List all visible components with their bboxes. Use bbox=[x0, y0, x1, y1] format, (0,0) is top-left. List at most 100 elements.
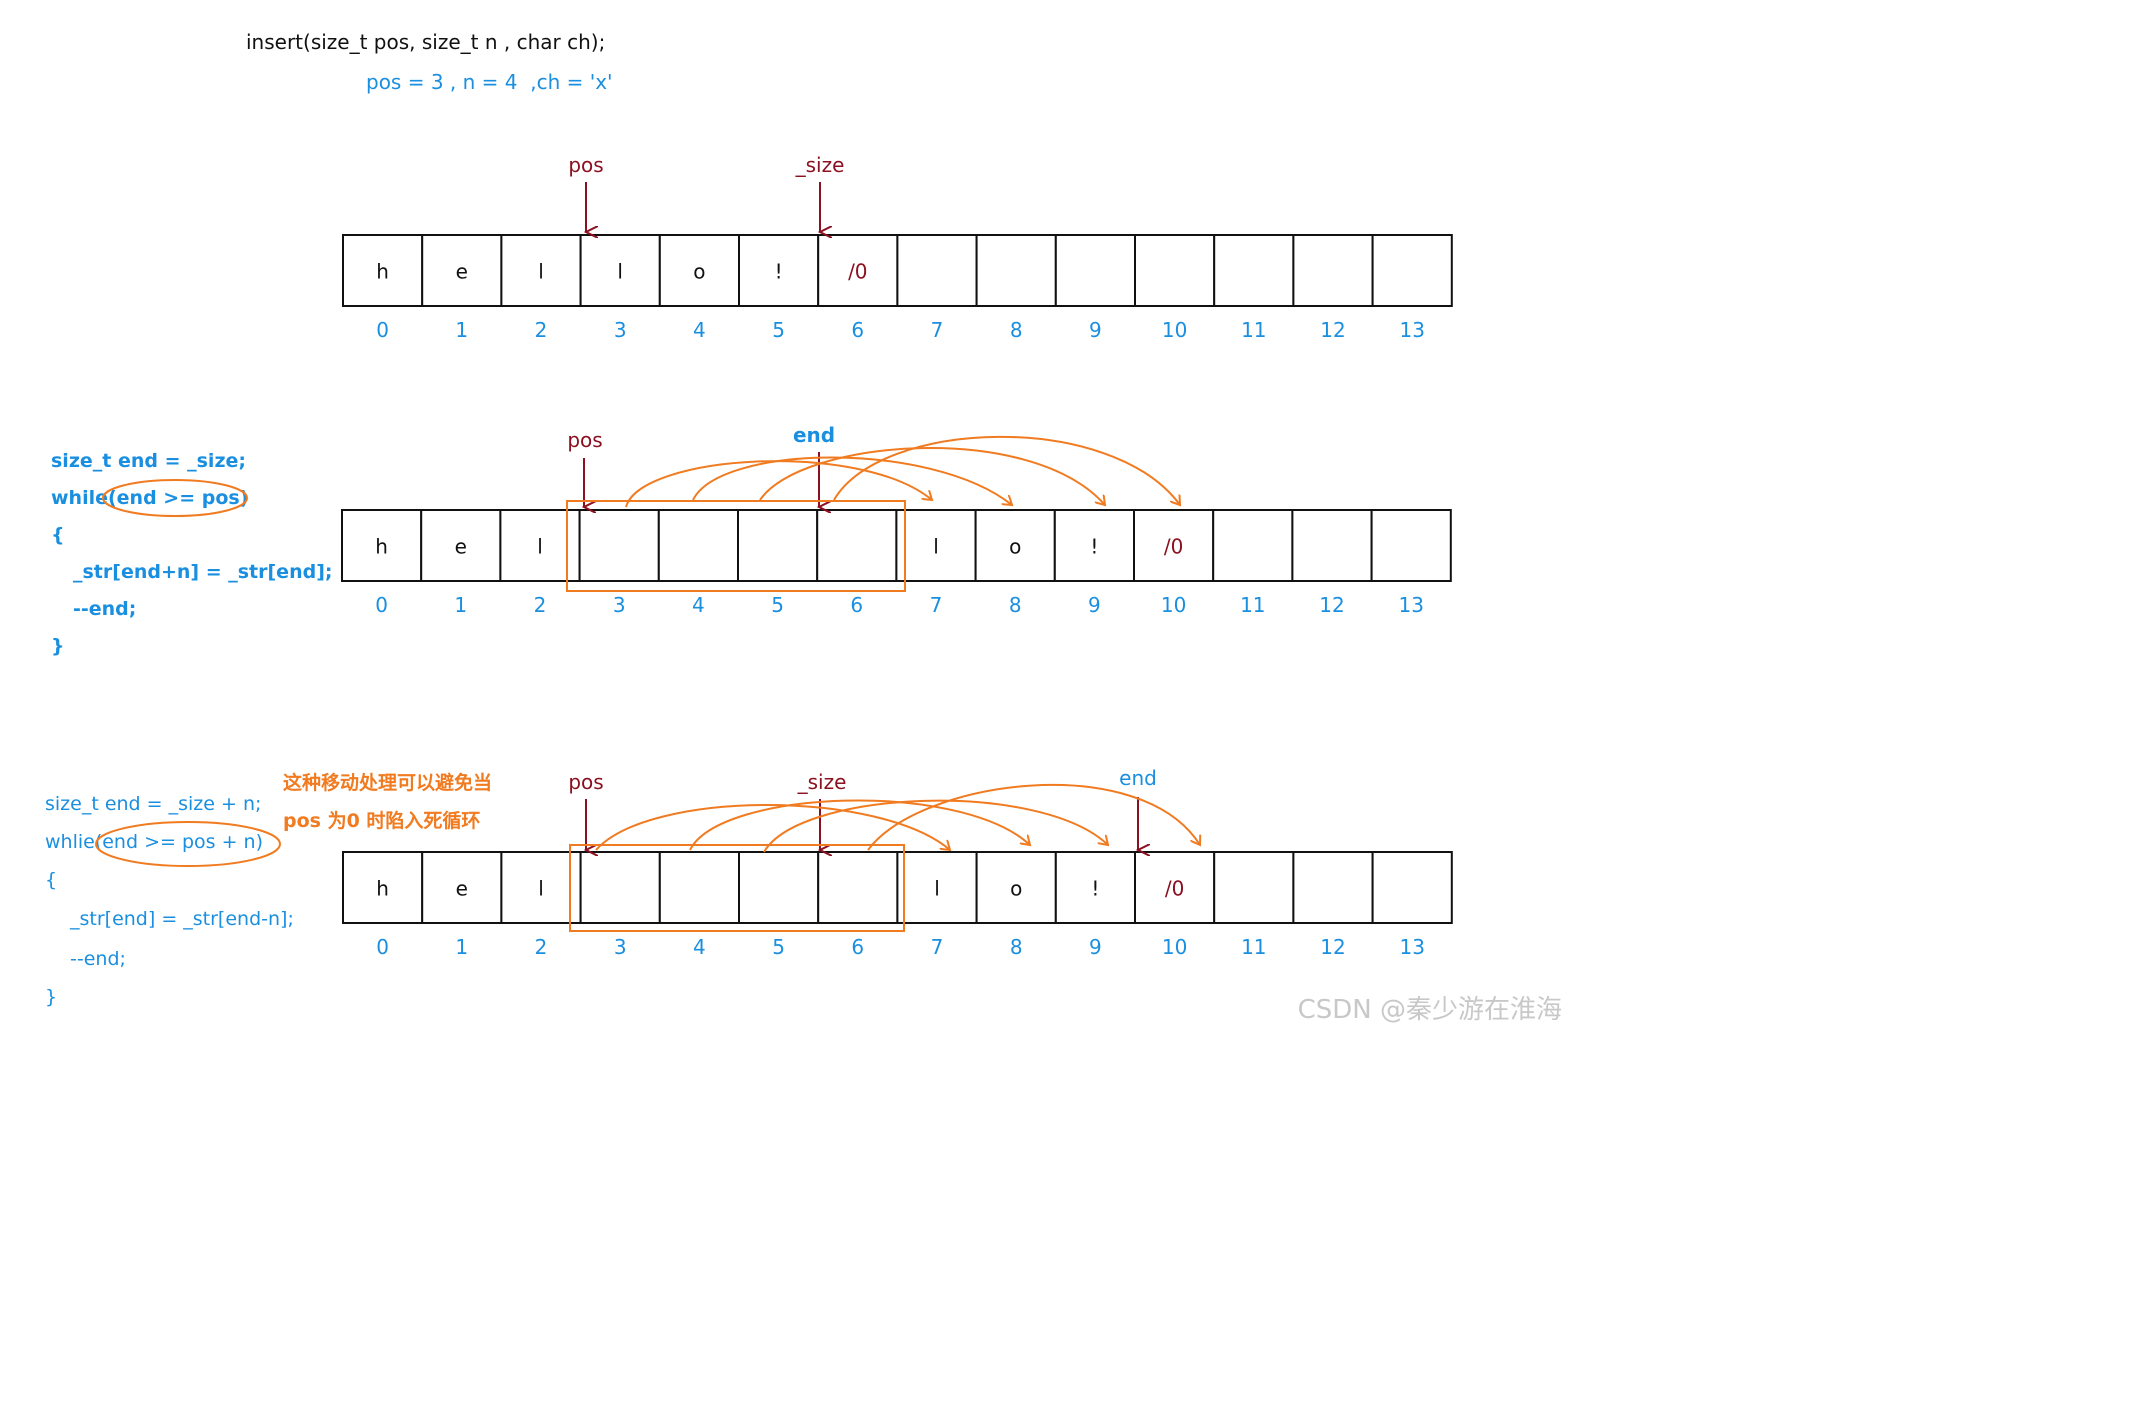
pointer-label-pos: pos bbox=[568, 770, 603, 794]
array-cell-value: ! bbox=[1091, 877, 1099, 901]
array-cell bbox=[342, 234, 424, 307]
array-index-label: 4 bbox=[693, 935, 706, 959]
array-cell bbox=[658, 851, 740, 924]
array-index-label: 13 bbox=[1399, 318, 1424, 342]
array-cell-value: h bbox=[375, 535, 388, 559]
array-cell-value: l bbox=[933, 535, 939, 559]
array-cell bbox=[1291, 509, 1373, 582]
array-cell-value: e bbox=[456, 260, 468, 284]
array-cell bbox=[737, 509, 819, 582]
array-cell bbox=[895, 509, 977, 582]
array-index-label: 11 bbox=[1241, 318, 1266, 342]
array-cell bbox=[420, 509, 502, 582]
array-cell bbox=[975, 851, 1057, 924]
array-index-label: 2 bbox=[534, 593, 547, 617]
array-index-label: 13 bbox=[1398, 593, 1423, 617]
array-index-label: 8 bbox=[1010, 935, 1023, 959]
array-index-label: 13 bbox=[1399, 935, 1424, 959]
code-line: size_t end = _size + n; bbox=[45, 793, 262, 815]
array-index-label: 3 bbox=[614, 935, 627, 959]
array-index-label: 12 bbox=[1320, 318, 1345, 342]
array-index-label: 5 bbox=[772, 935, 785, 959]
pointer-label-size: _size bbox=[795, 153, 845, 177]
array-index-label: 12 bbox=[1320, 935, 1345, 959]
array-index-label: 11 bbox=[1241, 935, 1266, 959]
array-index-label: 4 bbox=[693, 318, 706, 342]
array-cell bbox=[817, 234, 899, 307]
pointer-label-pos: pos bbox=[568, 153, 603, 177]
array-cell bbox=[658, 234, 740, 307]
array-index-label: 2 bbox=[535, 935, 548, 959]
array-cell-value: h bbox=[376, 260, 389, 284]
array-index-label: 10 bbox=[1162, 318, 1187, 342]
array-cell bbox=[578, 509, 660, 582]
array-cell bbox=[975, 234, 1057, 307]
array-index-label: 0 bbox=[375, 593, 388, 617]
array-cell bbox=[974, 509, 1056, 582]
parameter-values: pos = 3 , n = 4 ,ch = 'x' bbox=[366, 70, 613, 94]
array-index-label: 9 bbox=[1089, 935, 1102, 959]
array-cell-value: /0 bbox=[1165, 877, 1184, 901]
note-line: 这种移动处理可以避免当 bbox=[283, 772, 493, 794]
moved-range-highlight bbox=[566, 500, 906, 592]
array-index-label: 1 bbox=[455, 318, 468, 342]
code-line: } bbox=[45, 986, 58, 1008]
function-signature: insert(size_t pos, size_t n , char ch); bbox=[246, 30, 606, 54]
array-cell bbox=[1133, 509, 1215, 582]
array-index-label: 3 bbox=[613, 593, 626, 617]
array-index-label: 12 bbox=[1319, 593, 1344, 617]
array-cell bbox=[657, 509, 739, 582]
array-cell bbox=[1371, 851, 1453, 924]
array-cell bbox=[1054, 234, 1137, 307]
array-index-label: 6 bbox=[851, 318, 864, 342]
array-cell bbox=[421, 851, 503, 924]
array-cell bbox=[500, 234, 582, 307]
array-cell bbox=[896, 234, 978, 307]
array-cell bbox=[1134, 234, 1216, 307]
array-cell-value: /0 bbox=[1164, 535, 1183, 559]
array-cell bbox=[342, 851, 424, 924]
array-cell-value: o bbox=[1010, 877, 1022, 901]
array-index-label: 1 bbox=[454, 593, 467, 617]
watermark: CSDN @秦少游在淮海 bbox=[1297, 995, 1562, 1025]
moved-range-highlight bbox=[569, 844, 905, 932]
array-cell bbox=[1213, 234, 1295, 307]
code-line: --end; bbox=[70, 948, 126, 970]
array-cell bbox=[1292, 234, 1374, 307]
array-index-label: 7 bbox=[930, 593, 943, 617]
code-line: { bbox=[45, 869, 58, 891]
array-cell bbox=[1292, 851, 1374, 924]
loop-condition-circle bbox=[102, 479, 248, 517]
pointer-label-pos: pos bbox=[567, 428, 602, 452]
array-cell-value: l bbox=[934, 877, 940, 901]
array-index-label: 2 bbox=[535, 318, 548, 342]
code-line: } bbox=[51, 635, 65, 657]
array-cell bbox=[1370, 509, 1452, 582]
array-index-label: 3 bbox=[614, 318, 627, 342]
array-index-label: 7 bbox=[931, 318, 944, 342]
array-cell-value: h bbox=[376, 877, 389, 901]
code-line: _str[end+n] = _str[end]; bbox=[73, 561, 333, 583]
code-line: size_t end = _size; bbox=[51, 450, 246, 472]
array-index-label: 7 bbox=[931, 935, 944, 959]
array-cell bbox=[1213, 851, 1295, 924]
array-cell-value: l bbox=[538, 877, 544, 901]
move-arcs-2 bbox=[595, 784, 1200, 853]
array-cell-value: /0 bbox=[848, 260, 867, 284]
array-index-label: 1 bbox=[455, 935, 468, 959]
array-cell bbox=[1371, 234, 1453, 307]
array-index-label: 0 bbox=[376, 318, 389, 342]
array-cell bbox=[1212, 509, 1294, 582]
array-index-label: 9 bbox=[1088, 593, 1101, 617]
array-cell-value: o bbox=[1009, 535, 1021, 559]
array-index-label: 5 bbox=[772, 318, 785, 342]
array-cell-value: o bbox=[693, 260, 705, 284]
array-index-label: 0 bbox=[376, 935, 389, 959]
array-cell bbox=[421, 234, 503, 307]
array-cell bbox=[579, 234, 661, 307]
array-cell-value: e bbox=[456, 877, 468, 901]
